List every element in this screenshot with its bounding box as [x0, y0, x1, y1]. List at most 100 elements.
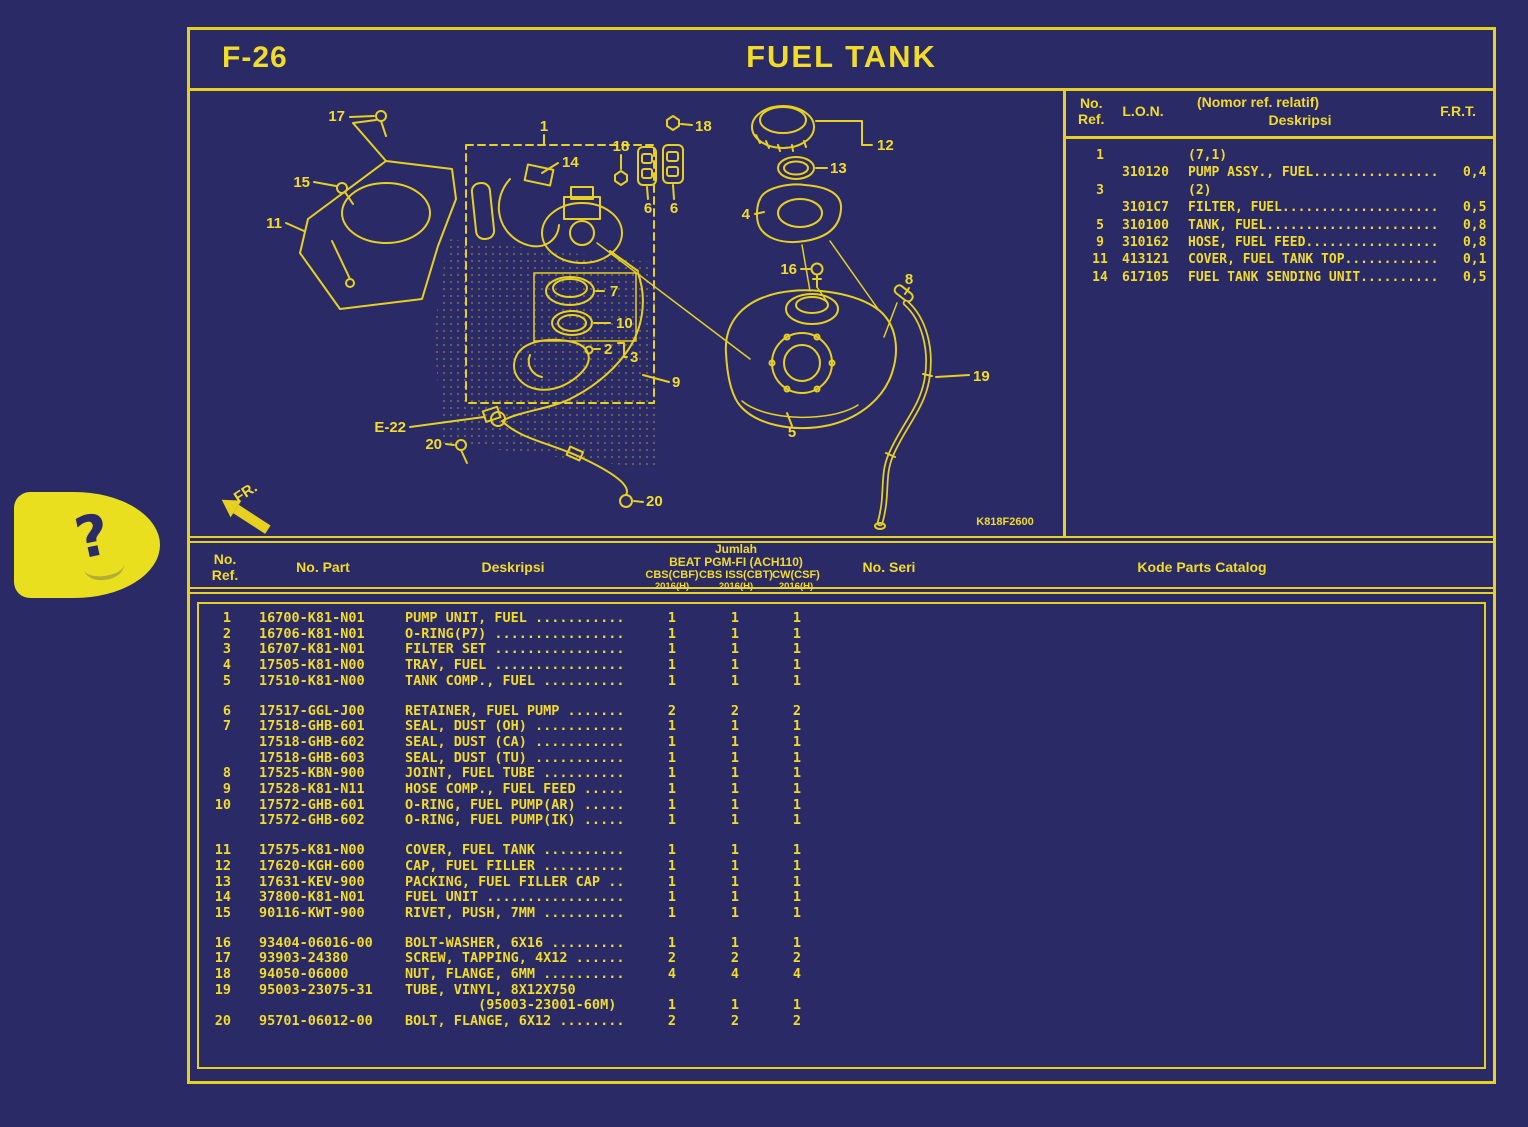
part-ref-cell: 12: [214, 857, 231, 874]
parts-header-ref: Ref.: [211, 567, 239, 583]
serial-cell: [827, 983, 939, 999]
lon-frt-cell: 0,8: [1462, 217, 1487, 233]
serial-cell: [827, 674, 939, 690]
lon-frt-cell: [1423, 182, 1471, 199]
qty-cw-cell: 1: [792, 781, 802, 798]
parts-header-model: BEAT PGM-FI (ACH110): [669, 555, 803, 569]
callout-12: 12: [877, 137, 894, 154]
part-number-cell: 17518-GHB-603: [259, 749, 365, 766]
qty-cbsiss-cell: 2: [730, 702, 740, 719]
serial-cell: [827, 642, 939, 658]
callout-10: 10: [616, 315, 633, 332]
qty-cbsiss-cell: 1: [730, 641, 740, 658]
part-desc-cell: FILTER SET ................: [405, 641, 625, 658]
qty-cbsiss-cell: 1: [730, 997, 740, 1014]
qty-cbs-cell: 2: [667, 950, 677, 967]
callout-18a: 18: [613, 138, 630, 155]
callout-20a: 20: [425, 436, 442, 453]
seal-13: [777, 156, 828, 180]
part-ref-cell: [201, 735, 259, 751]
qty-cw-cell: 1: [792, 641, 802, 658]
serial-cell: [827, 658, 939, 674]
part-ref-cell: 1: [222, 610, 231, 626]
callout-6b: 6: [670, 200, 678, 217]
lon-number-cell: 617105: [1122, 269, 1169, 285]
qty-cw-cell: 1: [792, 997, 802, 1014]
kode-cell: [939, 751, 1484, 767]
part-ref-cell: 5: [222, 672, 231, 689]
lon-number-cell: [1122, 147, 1188, 164]
qty-cbsiss-cell: [703, 983, 767, 999]
callout-7: 7: [610, 283, 618, 300]
help-tab[interactable]: ?: [14, 492, 160, 598]
halftone-texture: [434, 239, 658, 469]
callout-e22: E-22: [374, 419, 406, 436]
serial-cell: [827, 859, 939, 875]
callout-5: 5: [788, 424, 796, 441]
lon-table-row: 3(2): [1078, 182, 1471, 199]
lon-ref-cell: 1: [1096, 148, 1104, 163]
part-desc-cell: HOSE COMP., FUEL FEED .....: [405, 781, 625, 798]
qty-cbsiss-cell: 1: [730, 625, 740, 642]
lon-desc-cell: HOSE, FUEL FEED.................: [1188, 235, 1439, 251]
part-desc-cell: COVER, FUEL TANK ..........: [405, 842, 625, 859]
qty-cw-cell: 2: [792, 702, 802, 719]
kode-cell: [939, 813, 1484, 829]
page-code: F-26: [222, 41, 288, 74]
lon-desc-cell: TANK, FUEL......................: [1188, 217, 1439, 233]
part-ref-cell: 7: [222, 718, 231, 735]
kode-cell: [939, 798, 1484, 814]
fuel-tank-5: [724, 244, 897, 430]
part-desc-cell: FUEL UNIT .................: [405, 889, 625, 906]
lon-header-lon: L.O.N.: [1122, 103, 1164, 119]
part-ref-cell: 15: [214, 904, 231, 921]
qty-cbsiss-cell: 1: [730, 733, 740, 750]
kode-cell: [939, 642, 1484, 658]
callout-13: 13: [830, 160, 847, 177]
qty-cbsiss-cell: 1: [730, 796, 740, 813]
qty-cw-cell: 4: [792, 966, 802, 983]
part-number-cell: 95701-06012-00: [259, 1013, 373, 1030]
part-ref-cell: [201, 751, 259, 767]
part-ref-cell: 11: [214, 842, 231, 859]
lon-table: No. Ref. L.O.N. (Nomor ref. relatif) Des…: [1063, 91, 1493, 536]
part-number-cell: 16700-K81-N01: [259, 610, 365, 626]
kode-cell: [939, 998, 1484, 1014]
part-ref-cell: 6: [222, 702, 231, 719]
lon-desc-cell: PUMP ASSY., FUEL................: [1188, 165, 1439, 181]
lon-frt-cell: 0,1: [1462, 252, 1487, 268]
qty-cbsiss-cell: 1: [730, 781, 740, 798]
exploded-diagram: 17 15 11 1 14 18 18 6 6 12 13 4 16 8 7 1…: [190, 91, 1063, 536]
diagram-code: K818F2600: [976, 516, 1034, 528]
serial-cell: [827, 627, 939, 643]
qty-cbs-cell: 1: [667, 934, 677, 951]
qty-cw-cell: 1: [792, 812, 802, 829]
qty-cbs-cell: 1: [667, 889, 677, 906]
qty-cw-cell: 1: [792, 733, 802, 750]
leader-20b: [633, 500, 644, 503]
callout-3: 3: [630, 349, 638, 366]
kode-cell: [939, 843, 1484, 859]
help-tab-swoosh: [82, 551, 126, 583]
qty-cbsiss-cell: 1: [730, 765, 740, 782]
part-ref-cell: 16: [214, 934, 231, 951]
part-desc-cell: O-RING, FUEL PUMP(IK) .....: [405, 812, 625, 829]
tray-4: [754, 183, 879, 310]
qty-cbsiss-cell: 2: [730, 1013, 740, 1030]
kode-cell: [939, 658, 1484, 674]
serial-cell: [827, 967, 939, 983]
serial-cell: [827, 875, 939, 891]
qty-cbs-cell: 1: [667, 749, 677, 766]
qty-cw-cell: 1: [792, 873, 802, 890]
parts-header-col2-year: 2016(H): [718, 581, 754, 592]
